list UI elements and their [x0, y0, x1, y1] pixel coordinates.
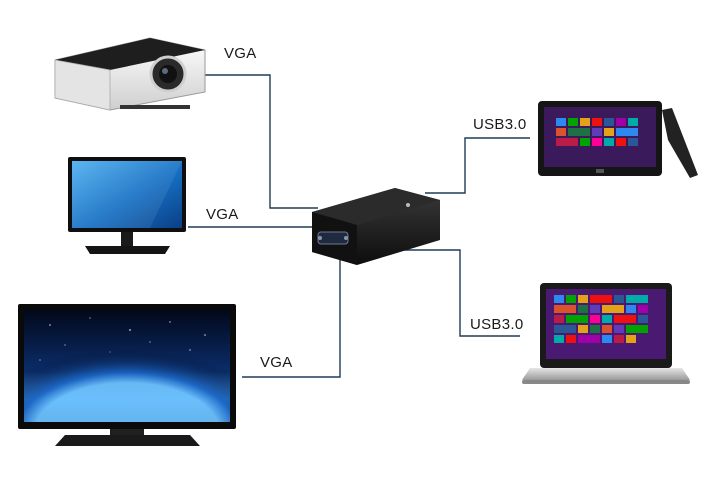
laptop-connection-label: USB3.0 — [470, 316, 524, 333]
television — [18, 304, 236, 446]
monitor — [68, 157, 186, 254]
adapter-box — [312, 188, 440, 265]
line-tv — [242, 255, 341, 378]
line-laptop — [390, 249, 520, 337]
tablet-connection-label: USB3.0 — [473, 116, 527, 133]
tablet — [538, 101, 698, 178]
tv-connection-label: VGA — [260, 354, 293, 371]
laptop — [522, 283, 690, 384]
projector — [54, 37, 206, 111]
connection-lines — [188, 74, 530, 378]
projector-connection-label: VGA — [224, 45, 257, 62]
line-projector — [205, 74, 318, 209]
monitor-connection-label: VGA — [206, 206, 239, 223]
laptop-tiles — [554, 295, 648, 343]
tablet-tiles — [556, 118, 638, 146]
line-tablet — [425, 137, 530, 194]
